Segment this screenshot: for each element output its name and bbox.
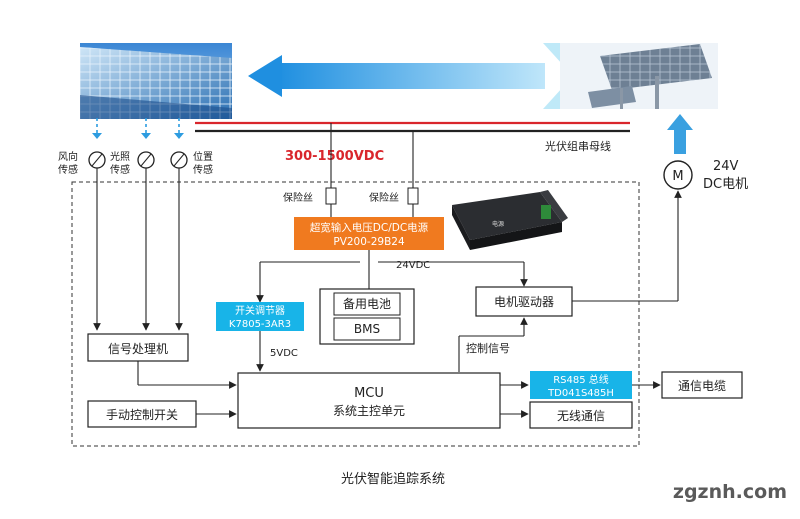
processor-to-mcu-wire bbox=[137, 361, 237, 389]
sensor-arrowheads bbox=[92, 133, 184, 139]
watermark: zgznh.com bbox=[673, 481, 787, 503]
motor-driver-box bbox=[475, 286, 573, 317]
control-signal-wire bbox=[458, 317, 528, 372]
sensor-position-line1: 位置 bbox=[193, 150, 213, 163]
bus-drops bbox=[330, 123, 414, 217]
wireless-label: 无线通信 bbox=[557, 409, 605, 423]
control-signal-label: 控制信号 bbox=[466, 341, 510, 355]
sensor-light-line2: 传感 bbox=[110, 163, 130, 176]
rs485-model: TD041S485H bbox=[547, 388, 614, 399]
motor-voltage: 24V bbox=[713, 159, 739, 174]
system-title: 光伏智能追踪系统 bbox=[341, 471, 445, 487]
signal-processor-label: 信号处理机 bbox=[108, 342, 168, 356]
sensor-wires bbox=[93, 168, 183, 331]
rs485-box bbox=[530, 371, 632, 399]
backup-battery-label: 备用电池 bbox=[343, 297, 391, 311]
comm-cable-box bbox=[661, 371, 743, 399]
mcu-box bbox=[237, 372, 501, 429]
bus-label: 光伏组串母线 bbox=[545, 139, 611, 153]
comm-cable-label: 通信电缆 bbox=[678, 379, 726, 393]
sensor-wind: 风向 传感 bbox=[58, 150, 106, 176]
mcu-subtitle: 系统主控单元 bbox=[333, 404, 405, 418]
mcu-output-wires bbox=[500, 381, 661, 418]
sensor-light: 光照 传感 bbox=[110, 150, 155, 176]
dcdc-model: PV200-29B24 bbox=[333, 236, 405, 248]
dc5-label: 5VDC bbox=[270, 348, 298, 359]
solar-tracker-image bbox=[543, 43, 718, 109]
sensor-position: 位置 传感 bbox=[170, 150, 213, 176]
dcdc-box bbox=[294, 217, 444, 250]
dc24-wires bbox=[256, 250, 528, 303]
fuse-right-label: 保险丝 bbox=[369, 191, 399, 204]
solar-panel-image bbox=[80, 43, 232, 119]
bms-box bbox=[333, 317, 401, 341]
psu-module-label: 电源 bbox=[492, 220, 504, 228]
fuse-left-label: 保险丝 bbox=[283, 191, 313, 204]
manual-switch-box bbox=[87, 400, 197, 428]
wireless-box bbox=[529, 401, 633, 429]
sensor-wind-line1: 风向 bbox=[58, 150, 78, 163]
dc-motor: M 24V DC电机 bbox=[663, 159, 748, 192]
sensor-wind-line2: 传感 bbox=[58, 163, 78, 176]
voltage-label: 300-1500VDC bbox=[285, 149, 384, 164]
dc24-label: 24VDC bbox=[396, 260, 430, 271]
mcu-title: MCU bbox=[354, 386, 384, 401]
bms-label: BMS bbox=[354, 322, 380, 336]
switch-regulator-box bbox=[216, 302, 304, 331]
dcdc-title: 超宽输入电压DC/DC电源 bbox=[310, 221, 429, 234]
switch-regulator-title: 开关调节器 bbox=[235, 304, 285, 317]
rs485-title: RS485 总线 bbox=[553, 373, 609, 386]
backup-battery-box bbox=[333, 292, 401, 316]
fuse-right bbox=[407, 187, 419, 205]
sensor-position-line2: 传感 bbox=[193, 163, 213, 176]
signal-processor-box bbox=[87, 333, 189, 362]
motor-driver-label: 电机驱动器 bbox=[494, 295, 554, 309]
manual-switch-label: 手动控制开关 bbox=[106, 408, 178, 422]
motor-up-arrow bbox=[667, 114, 693, 154]
motor-type: DC电机 bbox=[703, 177, 748, 192]
fuse-left bbox=[325, 187, 337, 205]
sensor-dashed-arrows bbox=[96, 118, 180, 134]
sensor-light-line1: 光照 bbox=[110, 150, 130, 163]
psu-module-image: 电源 bbox=[452, 190, 568, 250]
tracking-direction-arrow bbox=[248, 55, 545, 97]
system-boundary bbox=[71, 181, 640, 447]
motor-symbol: M bbox=[672, 169, 683, 184]
switch-regulator-model: K7805-3AR3 bbox=[229, 319, 291, 330]
driver-to-motor-wire bbox=[572, 190, 682, 302]
